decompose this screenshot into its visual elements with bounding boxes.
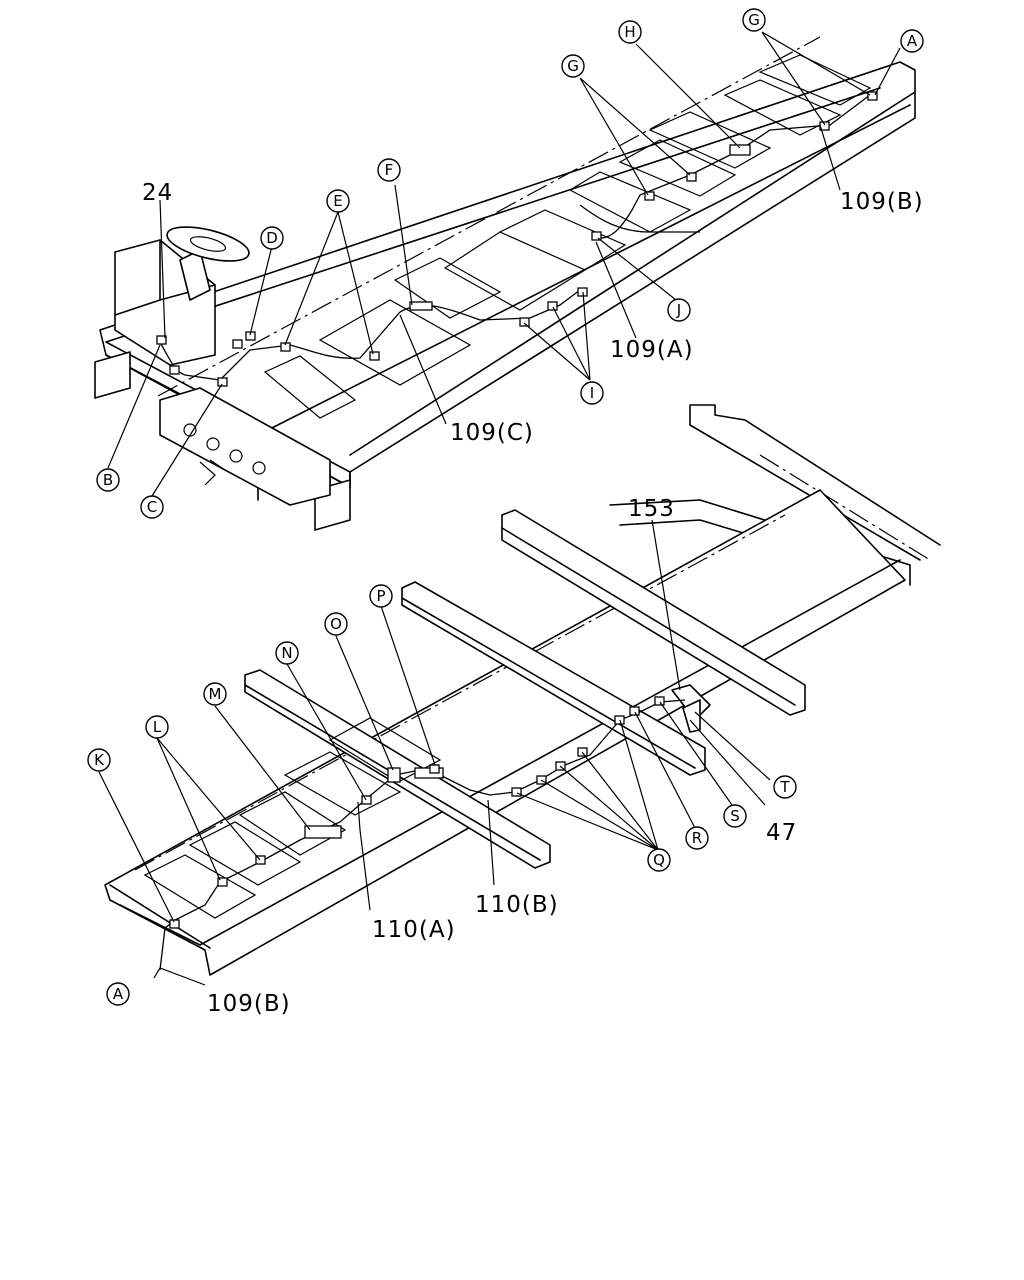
- svg-text:K: K: [94, 751, 105, 769]
- svg-text:B: B: [103, 471, 113, 489]
- callout-A-top: A: [900, 29, 924, 53]
- part-label-109A: 109(A): [610, 337, 694, 363]
- callout-Q: Q: [647, 848, 671, 872]
- part-label-109B-bottom: 109(B): [207, 991, 291, 1017]
- upper-frame-assembly: [94, 36, 916, 531]
- front-cross-plate: [159, 387, 331, 506]
- svg-text:D: D: [266, 229, 278, 247]
- lower-clips: [169, 696, 665, 929]
- part-label-153: 153: [628, 496, 675, 522]
- svg-text:T: T: [779, 778, 790, 796]
- callout-F: F: [377, 158, 401, 182]
- callout-O: O: [324, 612, 348, 636]
- cross-member-1: [501, 509, 806, 716]
- svg-text:O: O: [330, 615, 342, 633]
- part-label-47: 47: [766, 820, 797, 846]
- callout-N: N: [275, 641, 299, 665]
- svg-text:G: G: [567, 57, 579, 75]
- svg-text:N: N: [281, 644, 292, 662]
- callout-I: I: [580, 381, 604, 405]
- steering-wheel: [166, 226, 250, 262]
- part-label-109C: 109(C): [450, 420, 534, 446]
- callout-T: T: [773, 775, 797, 799]
- callout-R: R: [685, 826, 709, 850]
- svg-text:S: S: [730, 807, 740, 825]
- svg-text:G: G: [748, 11, 760, 29]
- svg-text:P: P: [376, 587, 385, 605]
- callout-L: L: [145, 715, 169, 739]
- svg-text:I: I: [590, 384, 594, 402]
- svg-text:E: E: [333, 192, 342, 210]
- upper-clips: [156, 91, 878, 387]
- callout-K: K: [87, 748, 111, 772]
- svg-text:R: R: [692, 829, 702, 847]
- svg-text:C: C: [147, 498, 157, 516]
- svg-text:J: J: [676, 301, 681, 319]
- callout-E: E: [326, 189, 350, 213]
- callout-B: B: [96, 468, 120, 492]
- svg-text:A: A: [113, 985, 124, 1003]
- callout-D: D: [260, 226, 284, 250]
- svg-text:Q: Q: [653, 851, 665, 869]
- rear-frame-panels: [143, 717, 442, 919]
- callout-G-left: G: [561, 54, 585, 78]
- svg-text:M: M: [209, 685, 222, 703]
- callout-A-bottom: A: [106, 982, 130, 1006]
- callout-P: P: [369, 584, 393, 608]
- part-label-110A: 110(A): [372, 917, 456, 943]
- part-label-24: 24: [142, 180, 173, 206]
- callout-C: C: [140, 495, 164, 519]
- callout-M: M: [203, 682, 227, 706]
- svg-text:L: L: [153, 718, 162, 736]
- leader-lines: [98, 31, 901, 986]
- callout-S: S: [723, 804, 747, 828]
- brake-pipe-109A: [595, 94, 871, 239]
- frame-panels: [263, 54, 872, 419]
- cross-member-2: [401, 581, 706, 776]
- svg-text:H: H: [624, 23, 635, 41]
- svg-text:F: F: [385, 161, 394, 179]
- callout-H: H: [618, 20, 642, 44]
- rear-near-rail: [104, 489, 906, 976]
- callout-J: J: [667, 298, 691, 322]
- svg-text:A: A: [907, 32, 918, 50]
- lower-frame-assembly: [104, 404, 941, 976]
- part-label-109B-top: 109(B): [840, 189, 924, 215]
- part-label-110B: 110(B): [475, 892, 559, 918]
- callout-G-right: G: [742, 8, 766, 32]
